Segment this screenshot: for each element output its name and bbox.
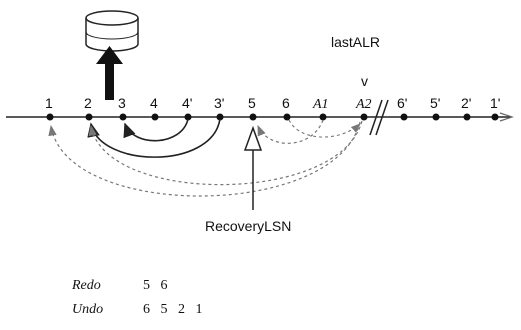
clr-arc-3p-to-2 xyxy=(87,118,221,158)
log-label-4: 4 xyxy=(150,95,158,111)
last-alr-label: lastALR xyxy=(331,34,380,50)
log-label-6: 6 xyxy=(282,95,290,111)
undo-values: 6 5 2 1 xyxy=(143,302,203,317)
undo-arc-A1-to-5 xyxy=(257,119,324,144)
log-label-2p: 2' xyxy=(461,95,471,111)
log-point-2p xyxy=(463,113,471,121)
crash-break-mark xyxy=(369,99,389,136)
log-point-6p xyxy=(400,113,408,121)
undo-label: Undo xyxy=(72,302,103,317)
undo-arc-A2-to-2 xyxy=(88,120,363,186)
log-point-3 xyxy=(119,113,127,121)
log-point-A1 xyxy=(319,113,327,121)
log-point-A2 xyxy=(360,113,368,121)
log-point-4 xyxy=(151,113,159,121)
log-point-3p xyxy=(216,113,224,121)
log-label-6p: 6' xyxy=(397,95,407,111)
log-label-A1: A1 xyxy=(312,97,329,112)
log-label-5p: 5' xyxy=(430,95,440,111)
redo-label: Redo xyxy=(71,278,101,293)
recovery-lsn-pointer xyxy=(243,125,263,210)
a2-marker: v xyxy=(361,73,368,89)
log-point-6 xyxy=(283,113,291,121)
log-point-2 xyxy=(85,113,93,121)
log-point-5 xyxy=(249,113,257,121)
log-record-points xyxy=(46,113,499,121)
log-point-4p xyxy=(184,113,192,121)
log-label-2: 2 xyxy=(84,95,92,111)
log-label-1: 1 xyxy=(45,95,53,111)
flush-to-disk-arrow xyxy=(96,46,123,100)
redo-values: 5 6 xyxy=(143,278,168,293)
log-label-4p: 4' xyxy=(182,95,192,111)
axis-arrow-head xyxy=(499,112,514,122)
undo-arc-6-to-A2 xyxy=(288,119,361,138)
recovery-lsn-label: RecoveryLSN xyxy=(205,218,291,234)
log-label-A2: A2 xyxy=(355,97,372,112)
undo-arc-to-1 xyxy=(48,121,361,197)
log-point-5p xyxy=(432,113,440,121)
clr-arc-4p-to-3 xyxy=(123,118,189,142)
log-label-3p: 3' xyxy=(214,95,224,111)
log-point-1 xyxy=(46,113,54,121)
database-icon xyxy=(85,10,139,52)
log-label-5: 5 xyxy=(248,95,256,111)
log-label-1p: 1' xyxy=(490,95,500,111)
log-point-1p xyxy=(491,113,499,121)
log-label-3: 3 xyxy=(118,95,126,111)
log-labels: 1 2 3 4 4' 3' 5 6 A1 A2 6' 5' 2' 1' xyxy=(45,95,500,112)
